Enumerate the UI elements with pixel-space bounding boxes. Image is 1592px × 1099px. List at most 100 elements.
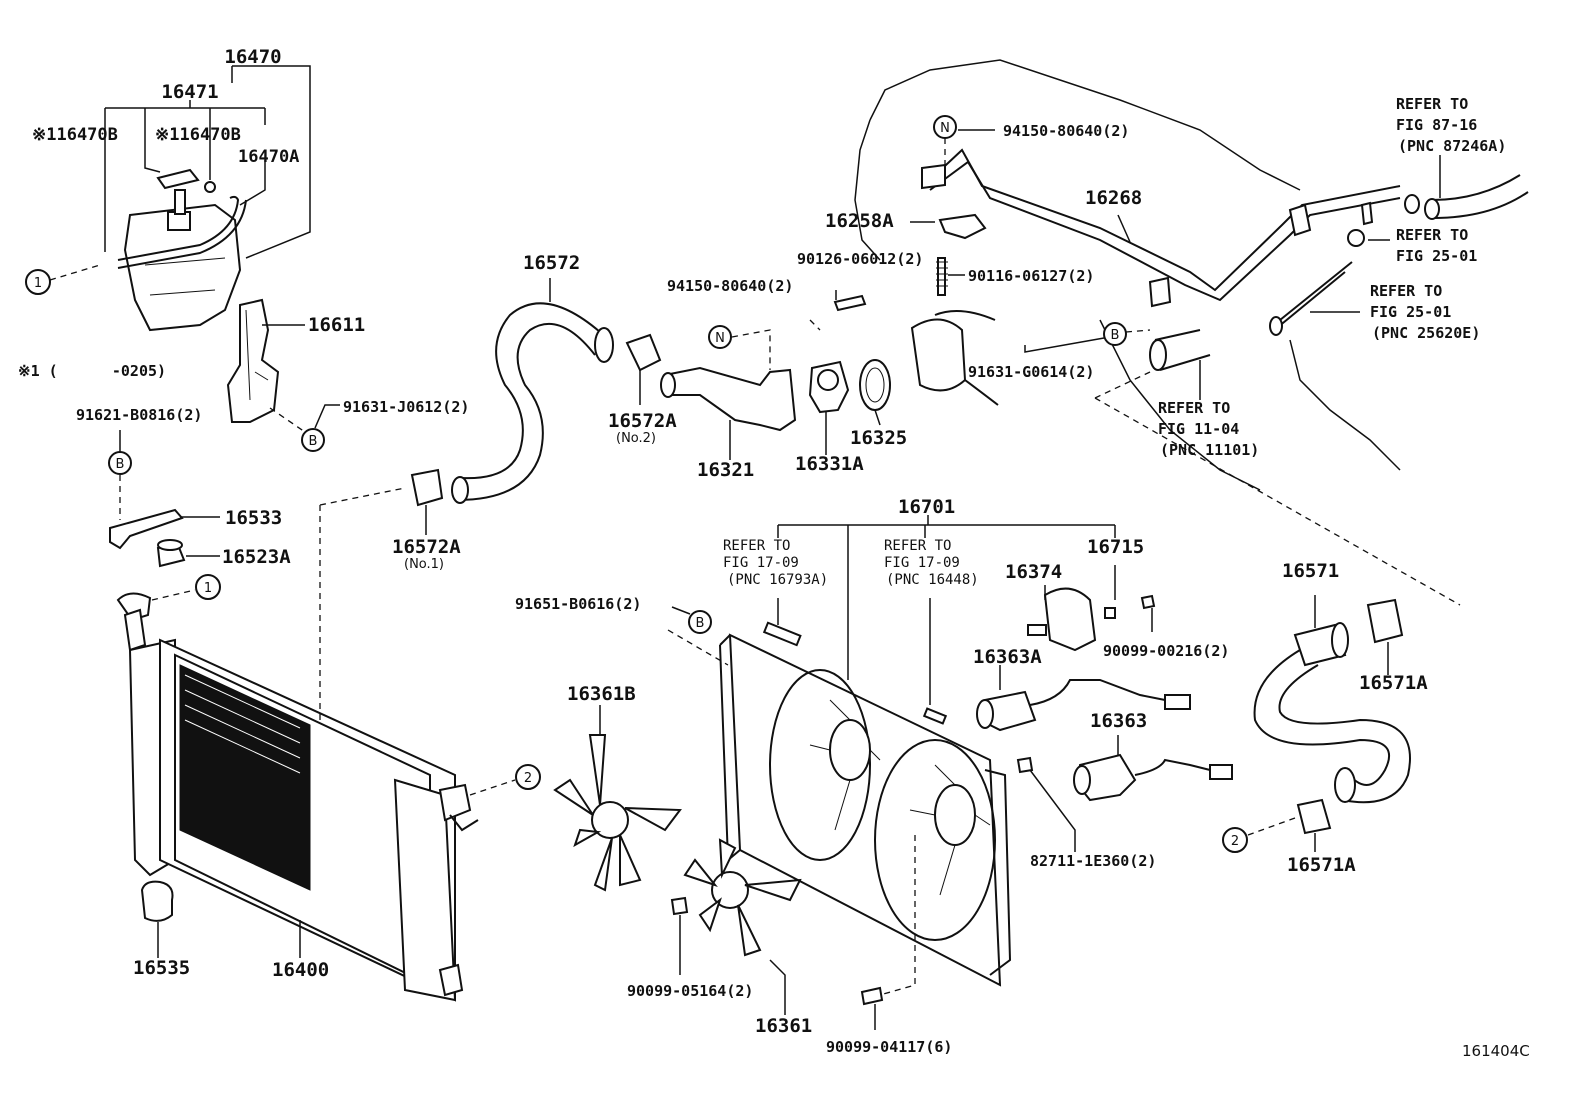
refer-line: (PNC 25620E) xyxy=(1372,324,1480,342)
refer-line: REFER TO xyxy=(1370,282,1442,300)
part-label-16400: 16400 xyxy=(272,959,329,981)
marker-b-label: B xyxy=(696,616,705,631)
figure-code: 161404C xyxy=(1462,1042,1530,1060)
refer-line: FIG 11-04 xyxy=(1158,420,1239,438)
part-label-16571a-lower: 16571A xyxy=(1287,854,1356,876)
marker-n-label: N xyxy=(715,331,725,346)
part-label-16363: 16363 xyxy=(1090,710,1147,732)
refer-line: (PNC 16793A) xyxy=(727,572,828,588)
refer-line: FIG 17-09 xyxy=(884,555,960,571)
water-inlet xyxy=(660,213,999,460)
marker-2-label: 2 xyxy=(524,771,532,786)
refer-fig-25-01-b: REFER TO FIG 25-01 (PNC 25620E) xyxy=(1370,282,1480,342)
part-label-91621: 91621-B0816(2) xyxy=(76,406,202,424)
part-label-16471: 16471 xyxy=(161,81,218,103)
part-label-16268: 16268 xyxy=(1085,187,1142,209)
part-label-16533: 16533 xyxy=(225,507,282,529)
water-pipe xyxy=(921,115,1529,336)
part-label-90126: 90126-06012(2) xyxy=(797,250,923,268)
part-label-16470a: 16470A xyxy=(238,147,299,167)
refer-line: (PNC 16448) xyxy=(886,572,979,588)
refer-line: REFER TO xyxy=(1396,95,1468,113)
refer-fig-25-01-a: REFER TO FIG 25-01 xyxy=(1396,226,1477,265)
part-label-16572: 16572 xyxy=(523,252,580,274)
refer-line: REFER TO xyxy=(1396,226,1468,244)
refer-line: (PNC 87246A) xyxy=(1398,137,1506,155)
refer-fig-11-04: REFER TO FIG 11-04 (PNC 11101) xyxy=(1158,399,1259,459)
reservoir-leaders xyxy=(49,65,311,281)
refer-line: FIG 25-01 xyxy=(1396,247,1477,265)
bracket-16533 xyxy=(109,430,220,568)
refer-line: REFER TO xyxy=(723,538,790,554)
fan-motors xyxy=(976,585,1233,852)
lower-hose xyxy=(1247,595,1411,852)
part-label-16535: 16535 xyxy=(133,957,190,979)
marker-b-label: B xyxy=(309,434,318,449)
marker-b-pipe: B xyxy=(1111,328,1120,343)
marker-2-hose: 2 xyxy=(1222,827,1248,853)
part-label-90116: 90116-06127(2) xyxy=(968,267,1094,285)
part-label-16374: 16374 xyxy=(1005,561,1062,583)
part-label-16470: 16470 xyxy=(224,46,281,68)
part-label-16258a: 16258A xyxy=(825,210,894,232)
part-label-116470b-left: ※116470B xyxy=(32,125,118,145)
hose-11-04 xyxy=(1024,322,1461,606)
radiator-core-hatch xyxy=(179,664,311,891)
bracket-16611 xyxy=(226,298,340,433)
fan-blades xyxy=(553,705,802,1015)
refer-fig-17-09-a: REFER TO FIG 17-09 (PNC 16793A) xyxy=(723,538,828,588)
marker-b-label: B xyxy=(1111,328,1120,343)
part-label-16571: 16571 xyxy=(1282,560,1339,582)
refer-line: (PNC 11101) xyxy=(1160,441,1259,459)
refer-line: FIG 87-16 xyxy=(1396,116,1477,134)
marker-b-16533: B xyxy=(108,451,132,475)
part-label-91631-g0614: 91631-G0614(2) xyxy=(968,363,1094,381)
part-label-116470b-right: ※116470B xyxy=(155,125,241,145)
part-label-90099-04117: 90099-04117(6) xyxy=(826,1038,952,1056)
marker-b-shroud: B xyxy=(696,616,705,631)
refer-line: REFER TO xyxy=(1158,399,1230,417)
note-0205: ※1 ( -0205) xyxy=(18,362,166,380)
part-label-82711: 82711-1E360(2) xyxy=(1030,852,1156,870)
part-label-16523a: 16523A xyxy=(222,546,291,568)
part-label-16363a: 16363A xyxy=(973,646,1042,668)
marker-n-label: N xyxy=(940,121,950,136)
marker-b-label: B xyxy=(116,457,125,472)
part-label-16715: 16715 xyxy=(1087,536,1144,558)
part-label-90099-05164: 90099-05164(2) xyxy=(627,982,753,1000)
marker-1-radiator: 1 xyxy=(195,574,221,600)
part-label-16361b: 16361B xyxy=(567,683,636,705)
marker-1-left: 1 xyxy=(25,269,51,295)
part-label-94150-pipe: 94150-80640(2) xyxy=(1003,122,1129,140)
part-label-16572a-no1: 16572A xyxy=(392,536,461,558)
part-label-94150-inlet: 94150-80640(2) xyxy=(667,277,793,295)
part-label-16701: 16701 xyxy=(898,496,955,518)
part-label-16572a-no2: 16572A xyxy=(608,410,677,432)
marker-n-pipe: N xyxy=(940,121,950,136)
upper-hose xyxy=(319,278,662,720)
part-label-16321: 16321 xyxy=(697,459,754,481)
part-label-no2: (No.2) xyxy=(616,431,656,446)
part-label-91651: 91651-B0616(2) xyxy=(515,595,641,613)
reservoir-tank xyxy=(117,168,247,332)
marker-2-label: 2 xyxy=(1231,834,1239,849)
refer-fig-17-09-b: REFER TO FIG 17-09 (PNC 16448) xyxy=(884,538,979,588)
refer-line: REFER TO xyxy=(884,538,951,554)
marker-b-bracket: B xyxy=(301,428,325,452)
part-label-no1: (No.1) xyxy=(404,557,444,572)
part-label-16331a: 16331A xyxy=(795,453,864,475)
part-label-16361: 16361 xyxy=(755,1015,812,1037)
part-label-16611: 16611 xyxy=(308,314,365,336)
marker-n-inlet: N xyxy=(715,331,725,346)
part-label-90099-00216: 90099-00216(2) xyxy=(1103,642,1229,660)
refer-line: FIG 17-09 xyxy=(723,555,799,571)
refer-line: FIG 25-01 xyxy=(1370,303,1451,321)
marker-2-radiator: 2 xyxy=(515,764,541,790)
part-label-16325: 16325 xyxy=(850,427,907,449)
part-label-16571a-upper: 16571A xyxy=(1359,672,1428,694)
radiator xyxy=(116,589,516,1002)
marker-1-label: 1 xyxy=(204,581,212,596)
refer-fig-87-16: REFER TO FIG 87-16 (PNC 87246A) xyxy=(1396,95,1506,155)
part-label-91631-j0612: 91631-J0612(2) xyxy=(343,398,469,416)
